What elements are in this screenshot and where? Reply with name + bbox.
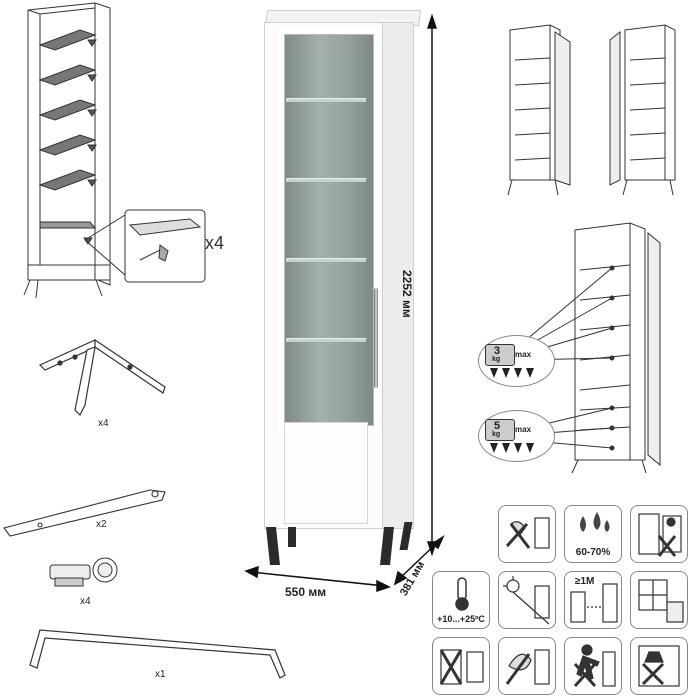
wall-strap-part [3,489,166,537]
window-icon [630,571,688,629]
humidity-icon: 60-70% [564,505,622,563]
load-diagram [571,222,661,474]
load-value-5: 5 [494,420,501,432]
lower-door-panel [284,422,368,524]
load-unit-5: kg [492,431,501,438]
weight-icon [485,419,515,441]
distance-label: ≥1M [575,576,595,587]
width-dimension-label: 550 мм [285,585,327,599]
wall-strap-quantity: x2 [96,519,107,530]
no-overload-icon [630,637,688,695]
shelf-supports-quantity: x4 [205,233,225,253]
height-dimension-label: 2252 мм [400,270,414,318]
handle-quantity: x1 [155,669,166,680]
shelf-support-detail [84,209,206,283]
load-unit-3: kg [492,356,501,363]
load-max-5: max [515,425,532,434]
handle-part [29,629,286,679]
door-handle [374,288,378,388]
no-hanging-on-door-icon [630,505,688,563]
cabinet-leg-front-left [266,527,280,565]
legs-quantity: x4 [98,418,109,429]
hinges-quantity: x4 [80,596,91,607]
load-max-3: max [515,350,532,359]
no-heat-source-icon [432,637,490,695]
cabinet-render [262,10,422,570]
no-climbing-icon [564,637,622,695]
no-direct-sunlight-icon [498,571,556,629]
glass-door [278,28,380,432]
cabinet-leg-front-right [380,527,394,565]
temperature-icon: +10...+25ºC [432,571,490,629]
distance-from-heater-icon: ≥1M [564,571,622,629]
leg-part [38,338,166,417]
down-arrows-icon [490,368,534,378]
temperature-label: +10...+25ºC [437,614,485,624]
weight-icon [485,344,515,366]
no-abrasive-icon [498,637,556,695]
shelf-assembly-diagram [23,2,111,299]
load-value-3: 3 [494,345,501,357]
no-wet-cleaning-icon [498,505,556,563]
door-open-right-diagram [507,24,571,196]
down-arrows-icon [490,443,534,453]
cabinet-leg-back-left [288,527,296,547]
humidity-label: 60-70% [575,547,611,558]
hinge-part [49,557,118,587]
door-open-left-diagram [609,24,676,196]
